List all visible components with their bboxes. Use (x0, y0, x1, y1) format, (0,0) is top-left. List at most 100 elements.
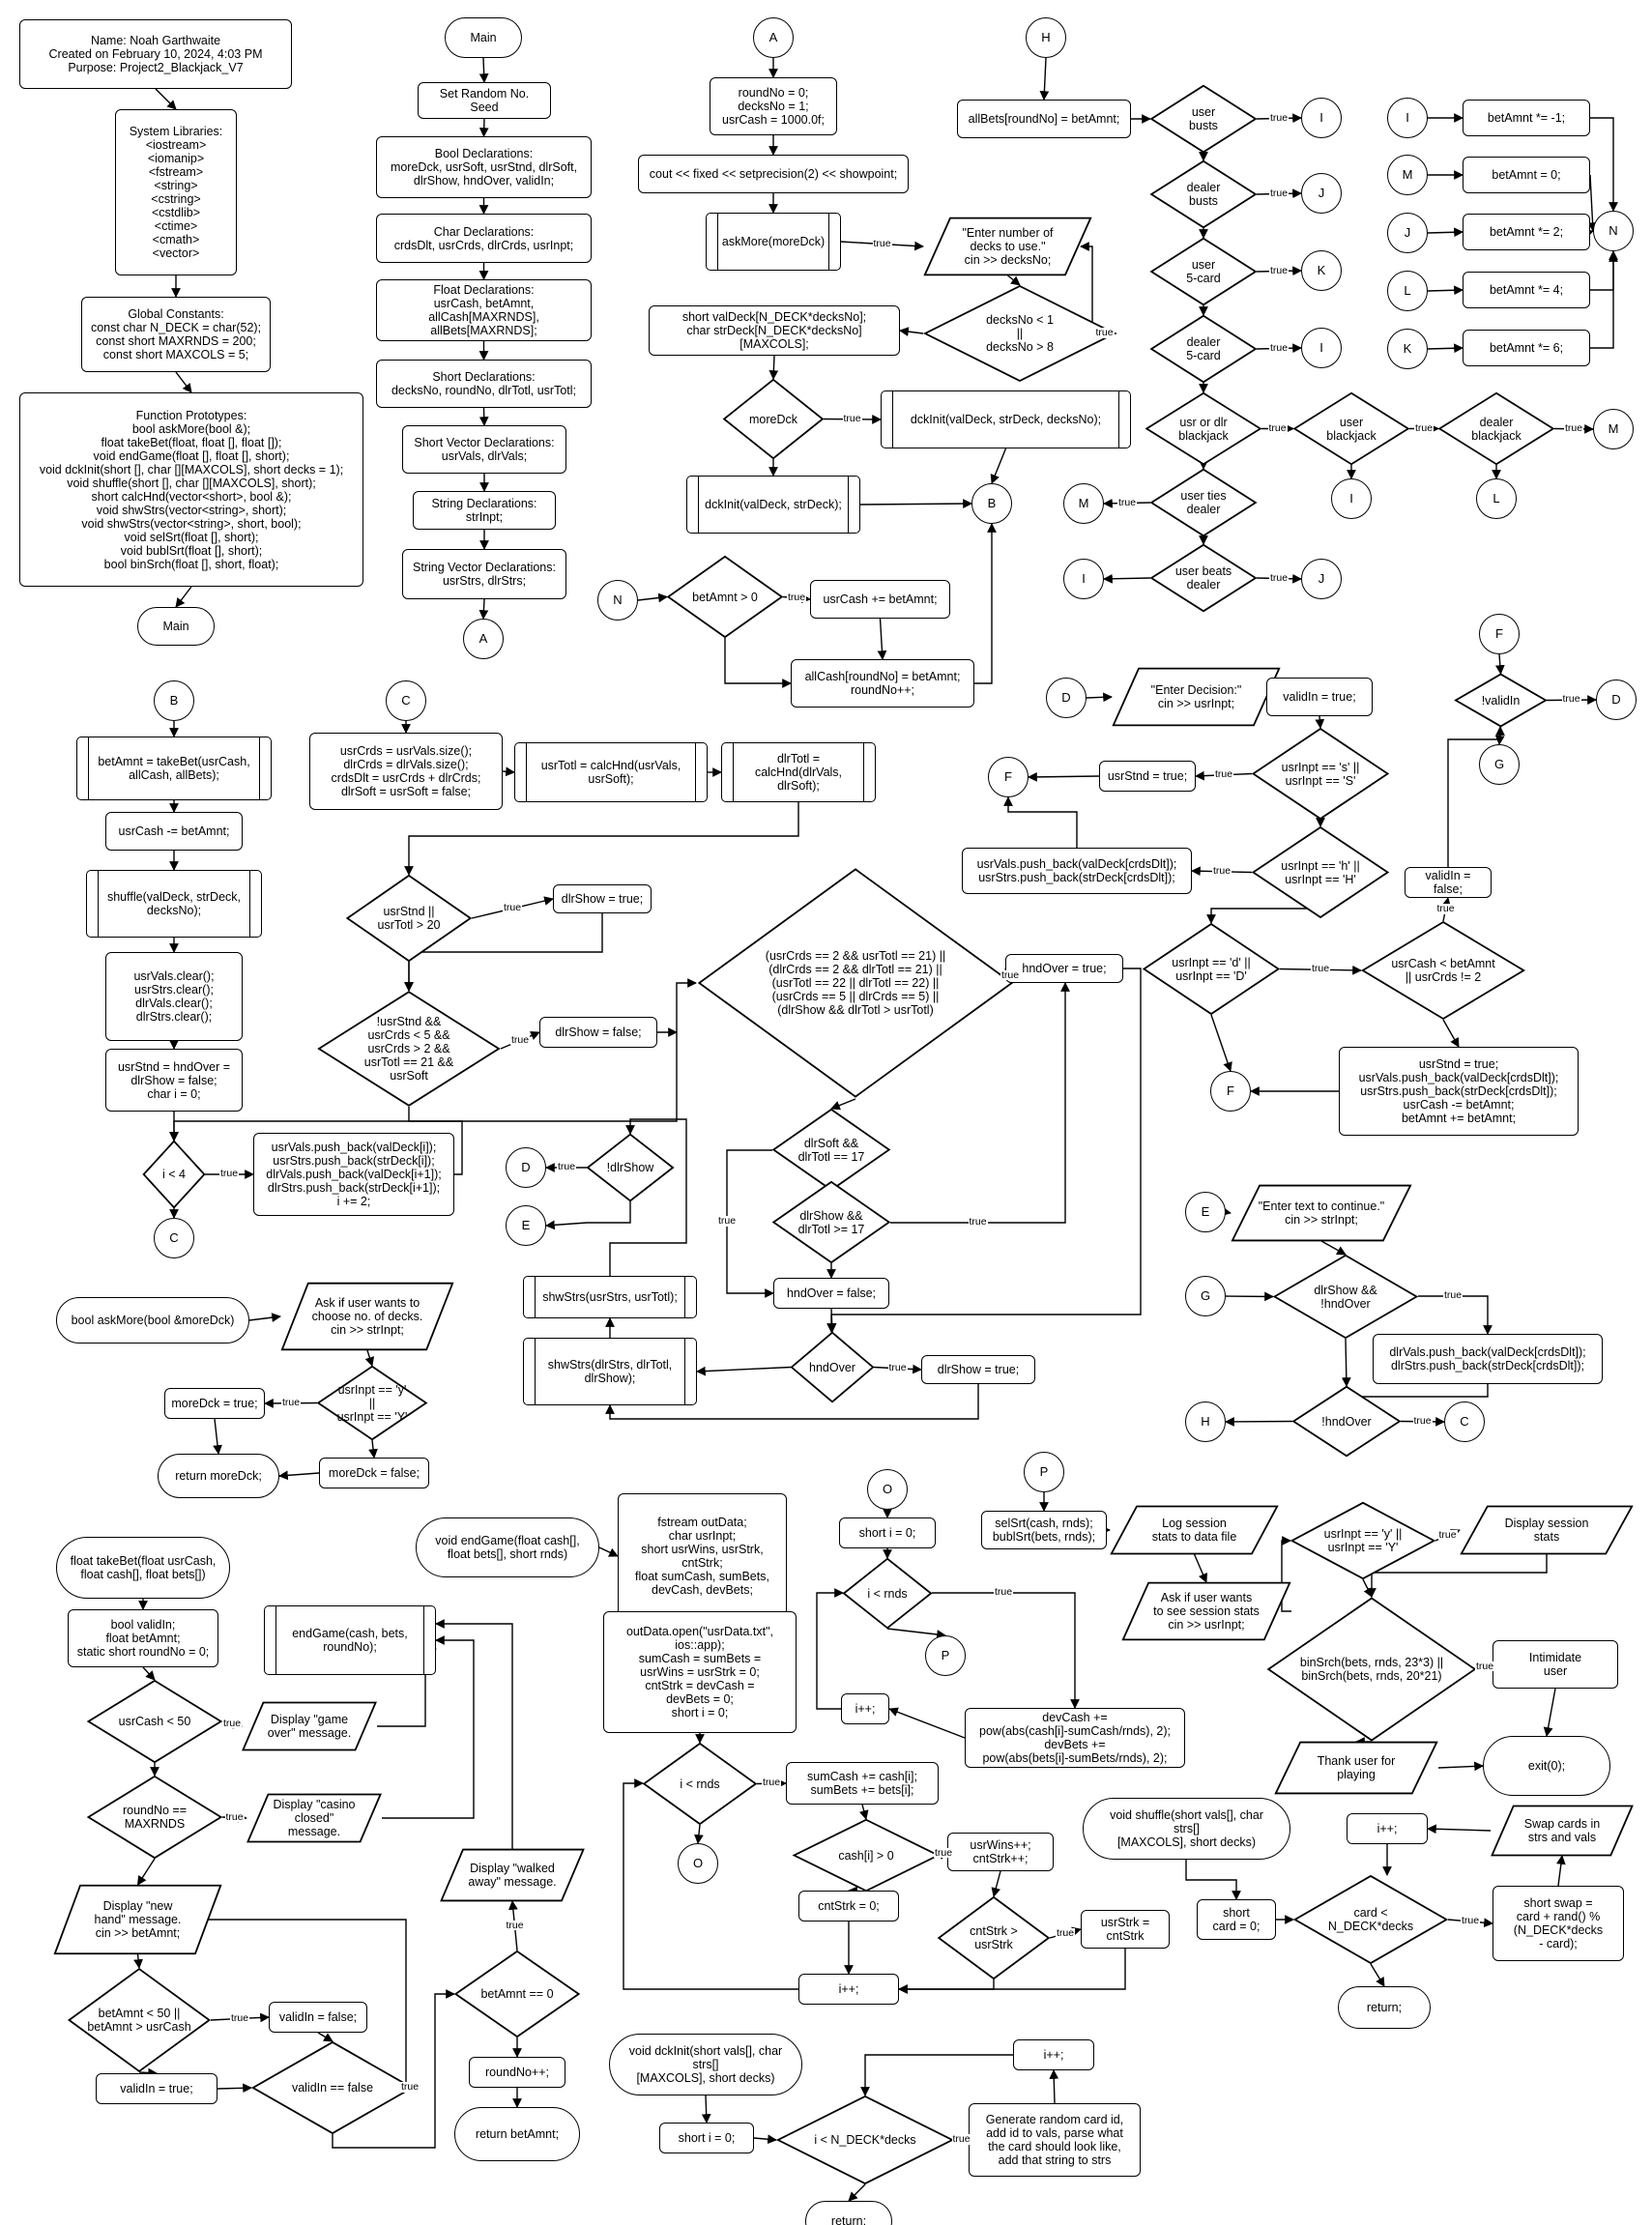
dbust-label: dealer busts (1186, 181, 1221, 208)
true-label: true (1267, 421, 1288, 434)
c-f3-connector: F (1479, 614, 1520, 654)
dbj-label: dealer blackjack (1471, 415, 1522, 443)
true-label: true (1212, 864, 1232, 877)
dbust-decision: dealer busts (1150, 160, 1257, 228)
connector-arrow (1362, 1578, 1373, 1598)
connector-arrow (478, 598, 489, 620)
connector-arrow (408, 978, 697, 1122)
moredck-f-node: moreDck = false; (319, 1458, 429, 1488)
true-label: true (1443, 1289, 1464, 1301)
connector-arrow (848, 2183, 866, 2202)
fn-ask-more-node: bool askMore(bool &moreDck) (56, 1297, 249, 1344)
c-i1-connector: I (1301, 98, 1342, 138)
bet-0-decision: betAmnt == 0 (454, 1950, 580, 2037)
swapcalc-node: short swap = card + rand() % (N_DECK*dec… (1493, 1886, 1624, 1961)
connector-arrow (1590, 250, 1618, 291)
ubeats-label: user beats dealer (1174, 564, 1232, 592)
enterdec-io: "Enter Decision:" cin >> usrInpt; (1112, 668, 1281, 726)
true-label: true (505, 1919, 525, 1931)
irnds-decision: i < rnds (643, 1743, 757, 1825)
closed-label: Display "casino closed" message. (273, 1798, 356, 1838)
endgamecall-node: endGame(cash, bets, roundNo); (264, 1605, 436, 1675)
yes-y-decision: usrInpt == 'y' || usrInpt == 'Y' (317, 1366, 427, 1440)
true-label: true (1269, 187, 1290, 199)
wins-node: usrWins++; cntStrk++; (947, 1833, 1054, 1871)
connector-arrow (136, 1858, 156, 1886)
b-i-node: betAmnt *= -1; (1463, 100, 1590, 136)
c-h1-connector: H (1026, 17, 1066, 58)
is-h-decision: usrInpt == 'h' || usrInpt == 'H' (1252, 826, 1389, 918)
shuffle-node: shuffle(valDeck, strDeck, decksNo); (86, 870, 262, 938)
ubj-decision: user blackjack (1293, 392, 1409, 465)
c-m2-connector: M (1063, 483, 1104, 524)
connector-arrow (368, 1439, 378, 1459)
c-o1-connector: O (678, 1843, 718, 1884)
sums-node: sumCash += cash[i]; sumBets += bets[i]; (786, 1762, 939, 1805)
retmore-node: return moreDck; (158, 1454, 279, 1498)
connector-arrow (1442, 1019, 1460, 1048)
connector-arrow (990, 448, 1007, 484)
main-1-node: Main (137, 607, 215, 646)
connector-arrow (598, 1546, 619, 1557)
connector-arrow (364, 1349, 375, 1367)
true-label: true (1214, 767, 1234, 780)
connector-arrow (317, 2032, 333, 2042)
logsess-io: Log session stats to data file (1110, 1506, 1279, 1554)
uties-label: user ties dealer (1180, 489, 1227, 516)
c-d2-connector: D (1046, 678, 1087, 718)
strkcmp-label: cntStrk > usrStrk (970, 1924, 1018, 1951)
irnds-2-decision: i < rnds (843, 1558, 932, 1629)
connector-arrow (609, 1118, 687, 1276)
dispstats-label: Display session stats (1504, 1517, 1589, 1544)
egdecl-node: fstream outData; char usrInpt; short usr… (618, 1493, 787, 1619)
cardlt-label: card < N_DECK*decks (1327, 1906, 1414, 1933)
c-f2-connector: F (1210, 1071, 1251, 1112)
connector-arrow (1007, 275, 1021, 286)
connector-arrow (332, 1989, 455, 2149)
connector-arrow (1221, 1206, 1232, 1217)
connector-arrow (877, 618, 887, 660)
moredck-decision: moreDck (723, 379, 824, 459)
hndover-t-node: hndOver = true; (1005, 954, 1123, 983)
c-d1-connector: D (506, 1147, 546, 1188)
enterdec-label: "Enter Decision:" cin >> usrInpt; (1150, 683, 1242, 710)
maxr-decision: roundNo == MAXRNDS (87, 1776, 222, 1859)
iinc-1-node: i++; (798, 1974, 899, 2005)
c-h2-connector: H (1185, 1401, 1226, 1442)
ubj-label: user blackjack (1326, 415, 1377, 443)
libs-node: System Libraries: <iostream> <iomanip> <… (115, 109, 237, 275)
connector-arrow (1587, 174, 1598, 232)
pushdeal-node: usrVals.push_back(valDeck[i]); usrStrs.p… (253, 1133, 454, 1216)
connector-arrow (694, 1824, 704, 1844)
connector-arrow (175, 586, 192, 608)
true-label: true (510, 1033, 531, 1046)
iinc-4-node: i++; (1013, 2039, 1094, 2070)
moredck-label: moreDck (748, 412, 797, 426)
connector-arrow (974, 523, 997, 684)
cashgt-0-decision: cash[i] > 0 (793, 1819, 940, 1892)
stndinit-node: usrStnd = hndOver = dlrShow = false; cha… (105, 1049, 243, 1112)
validinEq-label: validIn == false (291, 2081, 374, 2095)
main-2-node: Main (445, 17, 522, 58)
askstats-io: Ask if user wants to see session stats c… (1121, 1582, 1291, 1640)
connector-arrow (1193, 1553, 1208, 1583)
c-c1-connector: C (154, 1218, 194, 1258)
iinc-3-node: i++; (1347, 1813, 1428, 1844)
c-c2-connector: C (386, 680, 426, 721)
connector-arrow (1185, 1860, 1241, 1900)
yes-y2-decision: usrInpt == 'y' || usrInpt == 'Y' (1290, 1502, 1435, 1579)
notvalid-decision: !validIn (1455, 674, 1547, 727)
connector-arrow (1320, 1240, 1347, 1256)
allbets-node: allBets[roundNo] = betAmnt; (957, 100, 1131, 138)
yesY2-label: usrInpt == 'y' || usrInpt == 'Y' (1323, 1527, 1403, 1554)
seed-node: Set Random No. Seed (418, 82, 551, 119)
c-a1-connector: A (753, 17, 794, 58)
usrcashadd-node: usrCash += betAmnt; (810, 580, 950, 619)
true-label: true (994, 1586, 1014, 1598)
dlrshow-t-node: dlrShow = true; (553, 884, 652, 913)
fn-take-bet-node: float takeBet(float usrCash, float cash[… (56, 1537, 230, 1599)
is-s-decision: usrInpt == 's' || usrInpt == 'S' (1252, 728, 1389, 820)
strkcmp-decision: cntStrk > usrStrk (938, 1896, 1050, 1979)
connector-arrow (898, 1979, 995, 1994)
c-p1-connector: P (925, 1635, 966, 1676)
